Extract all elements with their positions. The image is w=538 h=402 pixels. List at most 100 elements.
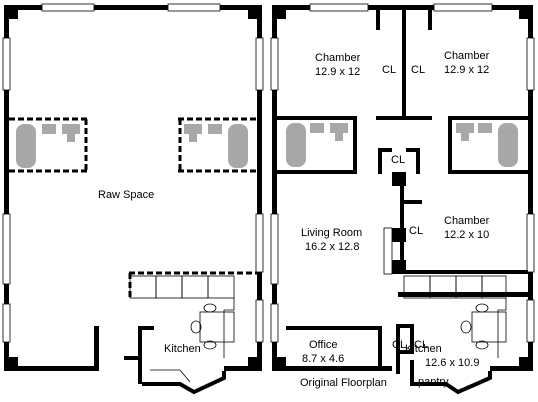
window xyxy=(2,37,11,91)
bathtub-icon xyxy=(286,123,306,167)
interior-wall xyxy=(376,116,432,120)
room-size-kitchen-right: 12.6 x 10.9 xyxy=(425,357,479,369)
wall-right xyxy=(257,5,262,371)
room-label-chamber-left: Chamber xyxy=(315,52,361,64)
right-floorplan: Chamber 12.9 x 12 Chamber 12.9 x 12 CL C… xyxy=(270,3,535,395)
room-label-raw-space: Raw Space xyxy=(98,189,154,201)
room-label-kitchen-right: Kitchen xyxy=(405,343,442,355)
toilet-icon xyxy=(42,124,56,134)
closet-label-hall: CL xyxy=(391,154,405,166)
kitchen-left xyxy=(124,271,257,395)
interior-wall xyxy=(402,10,406,120)
figure-caption: Original Floorplan xyxy=(300,377,387,389)
closet-label-bottom-right: CL xyxy=(414,339,428,351)
wall-bottom-right xyxy=(224,366,262,371)
closet-wall xyxy=(378,148,392,152)
column xyxy=(392,260,406,274)
room-size-chamber-left: 12.9 x 12 xyxy=(315,66,360,78)
sink-basin-icon xyxy=(67,134,75,142)
window xyxy=(270,37,279,91)
chair-icon xyxy=(460,320,472,334)
bath-wall xyxy=(448,116,452,174)
chair-icon xyxy=(475,303,489,313)
bath-wall xyxy=(277,116,357,120)
closet-wall xyxy=(378,148,382,174)
corner-pier xyxy=(4,357,18,371)
room-label-living-room: Living Room xyxy=(301,227,362,239)
closet-label-mid: CL xyxy=(409,225,423,237)
chair-icon xyxy=(190,320,202,334)
toilet-icon xyxy=(208,124,222,134)
office-wall xyxy=(286,326,382,330)
column xyxy=(392,228,406,242)
closet-label-bottom-left: CL xyxy=(392,339,406,351)
bathroom-left xyxy=(9,117,88,173)
bath-wall xyxy=(448,170,528,174)
window xyxy=(41,3,95,12)
sink-basin-icon xyxy=(461,133,469,141)
closet-door xyxy=(383,227,393,275)
left-floorplan: Raw Space Kitchen xyxy=(2,3,264,395)
room-size-living-room: 16.2 x 12.8 xyxy=(305,241,359,253)
room-label-kitchen: Kitchen xyxy=(164,343,201,355)
column xyxy=(392,172,406,186)
bath-wall xyxy=(353,116,357,174)
bath-wall xyxy=(277,170,357,174)
hall-closet xyxy=(378,148,420,186)
corner-pier xyxy=(519,357,533,371)
toilet-icon xyxy=(310,123,324,133)
window xyxy=(2,213,11,285)
closet-wall xyxy=(410,324,414,354)
interior-wall xyxy=(404,200,422,204)
toilet-icon xyxy=(478,123,492,133)
room-size-office: 8.7 x 4.6 xyxy=(302,353,344,365)
kitchen-wall xyxy=(124,356,142,360)
wall-top xyxy=(272,5,533,10)
kitchen-wall xyxy=(138,326,142,384)
wall-left xyxy=(272,5,277,371)
wall-bottom-stub xyxy=(94,326,99,371)
table-icon xyxy=(199,311,235,343)
window xyxy=(255,299,264,343)
room-label-chamber-mid: Chamber xyxy=(444,215,490,227)
corner-pier xyxy=(4,5,18,19)
window xyxy=(526,37,535,91)
wall-left xyxy=(4,5,9,371)
interior-wall xyxy=(404,270,528,274)
window xyxy=(433,3,493,12)
chair-icon xyxy=(475,340,489,350)
corner-pier xyxy=(248,5,262,19)
window xyxy=(270,303,279,343)
bathtub-icon xyxy=(16,124,36,168)
interior-wall xyxy=(428,10,432,30)
window xyxy=(167,3,221,12)
window xyxy=(270,213,279,285)
bathtub-icon xyxy=(498,123,518,167)
closet-wall xyxy=(396,324,400,374)
room-label-office: Office xyxy=(309,339,338,351)
bathroom-right xyxy=(178,117,257,173)
bathroom-right xyxy=(448,116,528,174)
chair-icon xyxy=(203,340,217,350)
kitchen-right xyxy=(398,275,528,358)
wall-top xyxy=(4,5,262,10)
closet-wall xyxy=(416,148,420,174)
sink-icon xyxy=(456,123,474,133)
sink-icon xyxy=(62,124,80,134)
wall-bottom-left xyxy=(4,366,99,371)
sink-basin-icon xyxy=(189,134,197,142)
window xyxy=(2,303,11,343)
sink-icon xyxy=(184,124,202,134)
closet-wall xyxy=(400,350,414,354)
table-icon xyxy=(471,311,507,343)
office-wall xyxy=(378,326,382,371)
corner-pier xyxy=(272,357,286,371)
room-label-chamber-right: Chamber xyxy=(444,50,490,62)
chair-icon xyxy=(203,303,217,313)
window xyxy=(255,213,264,273)
closet-label-top-right: CL xyxy=(411,64,425,76)
closet-label-top-left: CL xyxy=(382,64,396,76)
corner-pier xyxy=(248,357,262,371)
kitchen-wall xyxy=(138,326,154,330)
sink-basin-icon xyxy=(335,133,343,141)
